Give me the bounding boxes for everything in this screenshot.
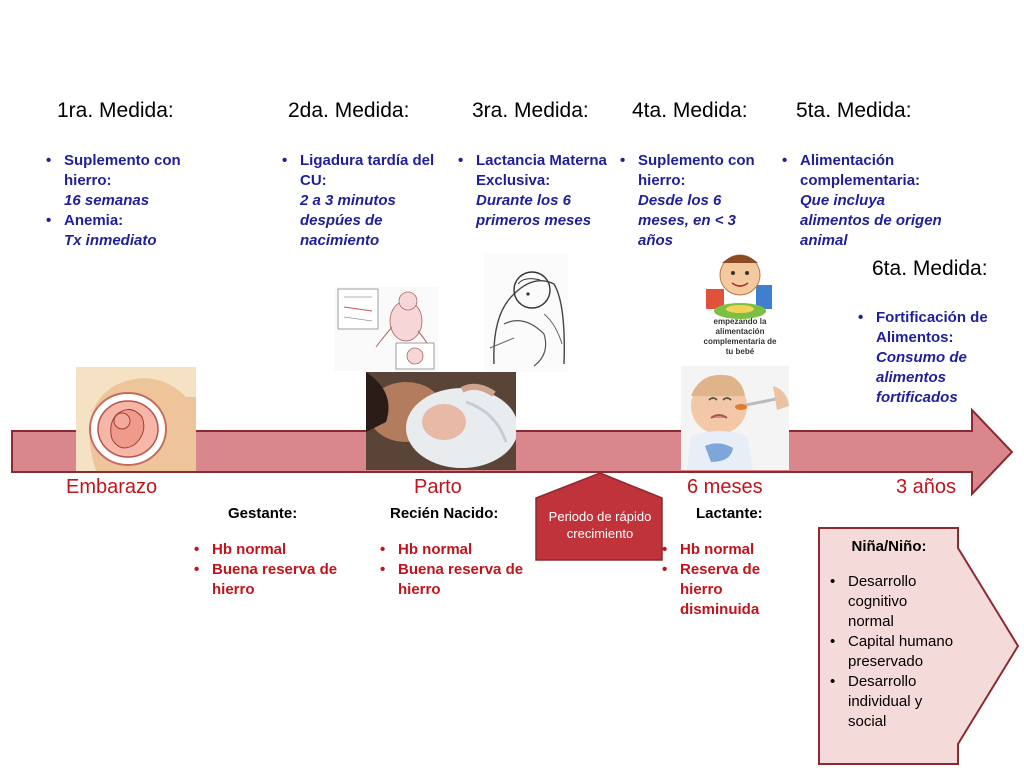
stage-gestante-list: Hb normal Buena reserva de hierro <box>192 540 342 600</box>
baby-spoon-photo <box>681 366 789 470</box>
measure-5-item-1-detail: Que incluya alimentos de origen animal <box>800 192 942 249</box>
measure-3-item-1-detail: Durante los 6 primeros meses <box>476 192 592 229</box>
measure-1-item-2: Anemia: Tx inmediato <box>44 211 194 251</box>
measure-2-list: Ligadura tardía del CU: 2 a 3 minutos de… <box>280 151 440 251</box>
measure-1-item-2-label: Anemia: <box>64 212 124 229</box>
measure-6-item-1-detail: Consumo de alimentos fortificados <box>876 349 967 406</box>
newborn-photo <box>366 372 516 470</box>
measure-4-item-1-label: Suplemento con hierro: <box>638 152 755 189</box>
outcome-item-3: Desarrollo individual y social <box>828 672 954 732</box>
measure-5-title: 5ta. Medida: <box>796 99 912 122</box>
timeline-label-embarazo: Embarazo <box>66 476 158 498</box>
measure-3-title: 3ra. Medida: <box>472 99 589 122</box>
measure-2-item-1-detail: 2 a 3 minutos despúes de nacimiento <box>300 192 396 249</box>
measure-4-item-1-detail: Desde los 6 meses, en < 3 años <box>638 192 736 249</box>
newborn-cord-svg <box>337 288 435 370</box>
measure-3-list: Lactancia Materna Exclusiva: Durante los… <box>456 151 616 231</box>
outcome-title: Niña/Niño: <box>851 538 927 555</box>
measure-1-item-1-label: Suplemento con hierro: <box>64 152 181 189</box>
stage-lactante-list: Hb normal Reserva de hierro disminuida <box>660 540 790 620</box>
stage-gestante-item-1: Hb normal <box>192 540 342 560</box>
pregnancy-svg <box>89 378 196 471</box>
timeline-label-parto: Parto <box>414 476 462 498</box>
measure-1-list: Suplemento con hierro: 16 semanas Anemia… <box>44 151 194 251</box>
growth-period-arrow <box>535 472 663 561</box>
outcome-item-2: Capital humano preservado <box>828 632 954 672</box>
measure-5-item-1: Alimentación complementaria: Que incluya… <box>780 151 950 251</box>
stage-recien-nacido-list: Hb normal Buena reserva de hierro <box>378 540 528 600</box>
feeding-cartoon-svg <box>706 254 772 319</box>
growth-period-text: Periodo de rápido crecimiento <box>548 509 652 541</box>
measure-1-title: 1ra. Medida: <box>57 99 174 122</box>
measure-2-item-1: Ligadura tardía del CU: 2 a 3 minutos de… <box>280 151 440 251</box>
newborn-cord-illustration <box>334 287 438 371</box>
stage-lactante-item-1-text: Hb normal <box>680 541 755 558</box>
stage-recien-nacido-item-2: Buena reserva de hierro <box>378 560 528 600</box>
measure-3-item-1-label: Lactancia Materna Exclusiva: <box>476 152 607 189</box>
stage-label-gestante: Gestante: <box>228 505 298 522</box>
measure-5-item-1-label: Alimentación complementaria: <box>800 152 921 189</box>
newborn-photo-svg <box>366 372 516 470</box>
breastfeeding-sketch <box>484 254 568 372</box>
complementary-feeding-cartoon: empezando la alimentación complementaria… <box>700 249 780 367</box>
measure-4-title: 4ta. Medida: <box>632 99 748 122</box>
timeline-label-3-anos: 3 años <box>896 476 957 498</box>
stage-label-recien-nacido: Recién Nacido: <box>390 505 499 522</box>
stage-recien-nacido-item-1: Hb normal <box>378 540 528 560</box>
measure-4-list: Suplemento con hierro: Desde los 6 meses… <box>618 151 768 251</box>
measure-1-item-1: Suplemento con hierro: 16 semanas <box>44 151 194 211</box>
measure-1-item-1-detail: 16 semanas <box>64 192 150 209</box>
complementary-feeding-caption: empezando la alimentación complementaria… <box>703 317 777 356</box>
outcome-item-1: Desarrollo cognitivo normal <box>828 572 954 632</box>
measure-6-item-1-label: Fortificación de Alimentos: <box>876 309 988 346</box>
stage-lactante-item-1: Hb normal <box>660 540 790 560</box>
stage-gestante-item-2: Buena reserva de hierro <box>192 560 342 600</box>
measure-2-item-1-label: Ligadura tardía del CU: <box>300 152 435 189</box>
pregnancy-illustration <box>76 367 196 471</box>
stage-lactante-item-2: Reserva de hierro disminuida <box>660 560 790 620</box>
timeline-label-6-meses: 6 meses <box>687 476 763 498</box>
measure-6-item-1: Fortificación de Alimentos: Consumo de a… <box>856 308 1016 408</box>
breastfeeding-svg <box>489 271 565 367</box>
stage-label-lactante: Lactante: <box>696 505 763 522</box>
measure-1-item-2-detail: Tx inmediato <box>64 232 157 249</box>
measure-2-title: 2da. Medida: <box>288 99 410 122</box>
outcome-list: Desarrollo cognitivo normal Capital huma… <box>828 572 954 732</box>
measure-6-list: Fortificación de Alimentos: Consumo de a… <box>856 308 1016 408</box>
measure-4-item-1: Suplemento con hierro: Desde los 6 meses… <box>618 151 768 251</box>
measure-3-item-1: Lactancia Materna Exclusiva: Durante los… <box>456 151 616 231</box>
measure-6-title: 6ta. Medida: <box>872 257 988 280</box>
baby-spoon-svg <box>681 366 789 470</box>
measure-5-list: Alimentación complementaria: Que incluya… <box>780 151 950 251</box>
